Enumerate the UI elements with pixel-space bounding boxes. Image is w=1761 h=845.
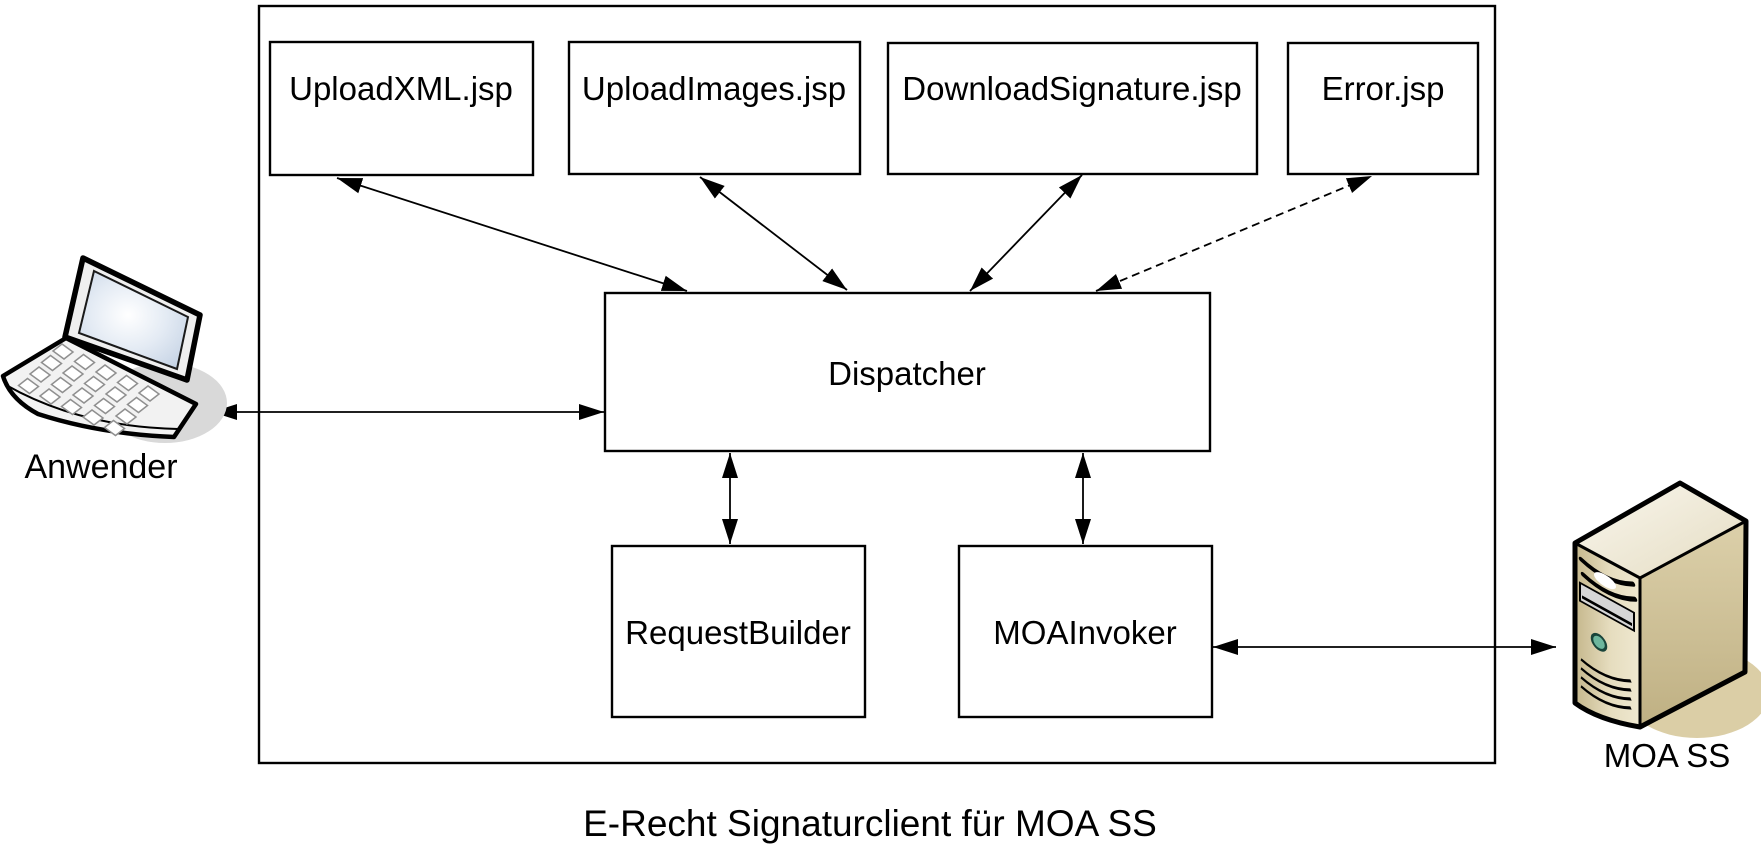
arrow-error-dispatcher-dashed bbox=[1095, 175, 1373, 292]
box-downloadsignature-label: DownloadSignature.jsp bbox=[902, 70, 1241, 107]
laptop-icon bbox=[0, 255, 227, 443]
laptop-key bbox=[126, 396, 149, 414]
server-icon bbox=[1572, 480, 1761, 738]
laptop-key bbox=[38, 388, 62, 405]
laptop-key bbox=[73, 353, 96, 371]
laptop-key bbox=[94, 364, 118, 381]
laptop-key bbox=[93, 397, 116, 415]
server-cd-slit bbox=[1582, 595, 1632, 627]
laptop-key bbox=[50, 376, 73, 394]
box-moainvoker bbox=[957, 544, 1214, 719]
laptop-key bbox=[71, 387, 95, 404]
anwender-label: Anwender bbox=[24, 448, 177, 486]
box-dispatcher bbox=[603, 291, 1212, 453]
laptop-key bbox=[81, 409, 105, 426]
server-slot-bottom bbox=[1580, 571, 1638, 602]
arrow-uploadimages-dispatcher bbox=[699, 176, 848, 291]
server-slot-eject bbox=[1594, 572, 1616, 590]
server-vent-3 bbox=[1580, 676, 1632, 701]
laptop-key bbox=[116, 374, 139, 392]
server-inner-edges bbox=[1574, 519, 1747, 727]
laptop-key bbox=[103, 419, 126, 437]
box-requestbuilder-label: RequestBuilder bbox=[625, 614, 851, 651]
laptop-key bbox=[28, 366, 52, 383]
box-uploadimages-label: UploadImages.jsp bbox=[582, 70, 846, 107]
box-uploadxml bbox=[268, 40, 535, 177]
server-front-details bbox=[1578, 556, 1638, 710]
server-vent-4 bbox=[1580, 685, 1632, 710]
arrow-downloadsignature-dispatcher bbox=[969, 174, 1083, 292]
laptop-key bbox=[137, 385, 161, 402]
server-vent-1 bbox=[1580, 658, 1632, 683]
box-moainvoker-label: MOAInvoker bbox=[993, 614, 1176, 651]
box-uploadxml-label: UploadXML.jsp bbox=[289, 70, 513, 107]
jsp-boxes: UploadXML.jsp UploadImages.jsp DownloadS… bbox=[268, 40, 1480, 177]
box-requestbuilder bbox=[610, 544, 867, 719]
box-error-label: Error.jsp bbox=[1322, 70, 1445, 107]
laptop-key bbox=[51, 343, 75, 360]
server-top-face bbox=[1575, 483, 1746, 578]
server-outline bbox=[1572, 480, 1749, 730]
server-vent-2 bbox=[1580, 667, 1632, 692]
connections bbox=[212, 174, 1556, 655]
box-error bbox=[1286, 41, 1480, 176]
laptop-key bbox=[40, 354, 63, 372]
system-boundary-box bbox=[257, 4, 1497, 765]
server-power-button bbox=[1590, 632, 1608, 652]
laptop-key bbox=[60, 398, 83, 416]
laptop-key bbox=[114, 408, 138, 425]
laptop-screen bbox=[77, 269, 190, 371]
arrow-uploadxml-dispatcher bbox=[336, 177, 688, 292]
server-side-face bbox=[1640, 521, 1746, 727]
laptop-key bbox=[104, 386, 128, 403]
laptop-key bbox=[83, 375, 106, 393]
box-dispatcher-label: Dispatcher bbox=[828, 355, 986, 392]
box-downloadsignature bbox=[886, 41, 1259, 176]
laptop-key bbox=[61, 365, 85, 382]
box-uploadimages bbox=[567, 40, 862, 176]
laptop-keyboard-keys bbox=[17, 343, 161, 437]
diagram-caption: E-Recht Signaturclient für MOA SS bbox=[583, 803, 1157, 844]
moass-label: MOA SS bbox=[1604, 737, 1731, 774]
laptop-key bbox=[17, 377, 40, 395]
